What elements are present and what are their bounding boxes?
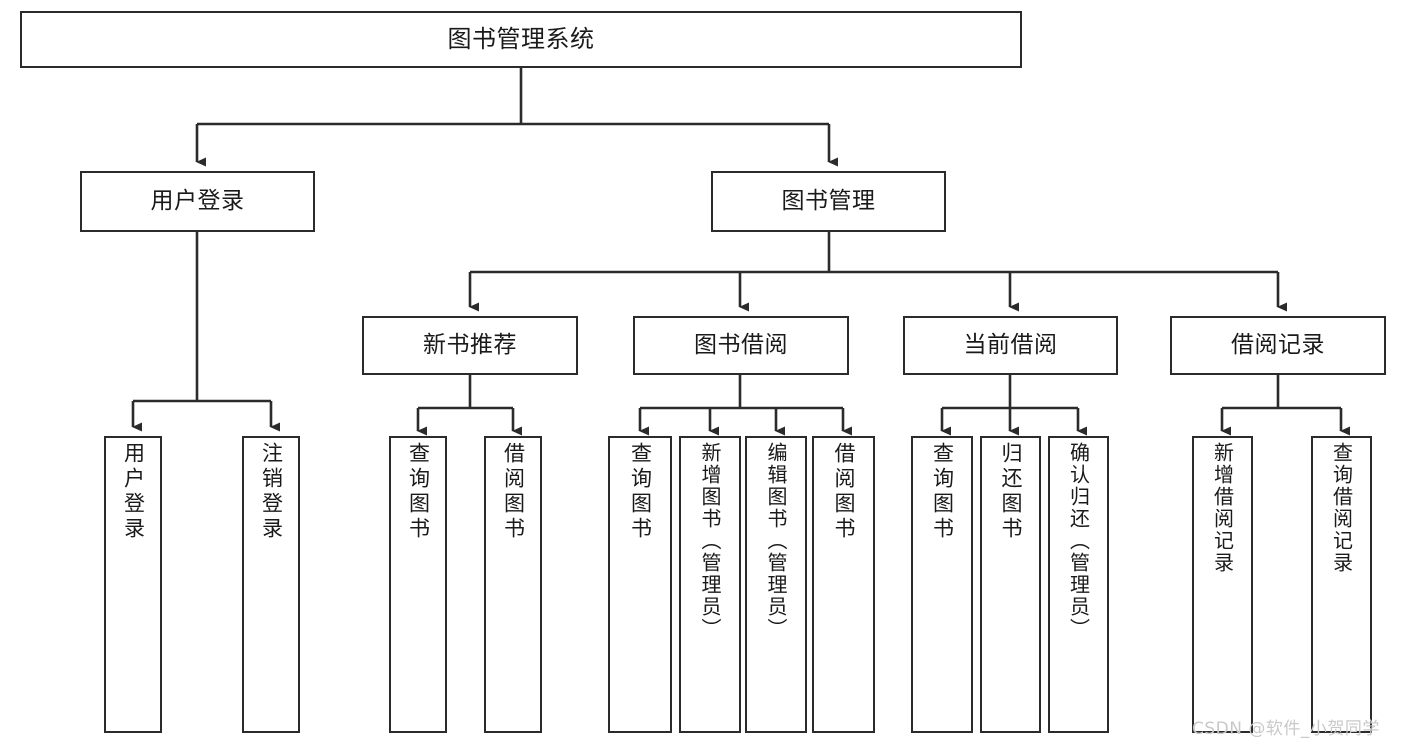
node-borrow-record[interactable]: 借阅记录: [1170, 316, 1386, 375]
leaf-query-borrow-record[interactable]: 查询借阅记录: [1311, 436, 1372, 733]
node-label: 借阅图书: [832, 442, 856, 542]
node-label: 注销登录: [259, 442, 284, 542]
leaf-confirm-return-admin[interactable]: 确认归还（管理员）: [1048, 436, 1109, 733]
node-label: 用户登录: [150, 187, 245, 214]
node-label: 当前借阅: [963, 331, 1058, 358]
node-label: 借阅记录: [1231, 331, 1325, 358]
node-book-management[interactable]: 图书管理: [711, 171, 946, 232]
node-label: 新增借阅记录: [1210, 442, 1235, 574]
node-label: 图书管理: [781, 187, 876, 214]
leaf-borrow-book[interactable]: 借阅图书: [812, 436, 875, 733]
node-label: 确认归还（管理员）: [1066, 442, 1091, 640]
node-book-borrow[interactable]: 图书借阅: [633, 316, 849, 375]
node-label: 查询借阅记录: [1329, 442, 1354, 574]
node-label: 编辑图书（管理员）: [764, 442, 788, 640]
node-label: 新增图书（管理员）: [698, 442, 722, 640]
leaf-edit-book-admin[interactable]: 编辑图书（管理员）: [745, 436, 807, 733]
leaf-query-book-current[interactable]: 查询图书: [911, 436, 973, 733]
leaf-borrow-book-recommend[interactable]: 借阅图书: [484, 436, 542, 733]
node-label: 归还图书: [999, 442, 1023, 542]
leaf-return-book[interactable]: 归还图书: [980, 436, 1041, 733]
node-label: 用户登录: [121, 442, 146, 542]
leaf-user-login[interactable]: 用户登录: [104, 436, 162, 733]
node-label: 查询图书: [628, 442, 653, 542]
leaf-query-book-borrow[interactable]: 查询图书: [608, 436, 672, 733]
node-new-book-recommend[interactable]: 新书推荐: [362, 316, 578, 375]
node-label: 图书管理系统: [447, 25, 595, 54]
leaf-query-book-recommend[interactable]: 查询图书: [389, 436, 447, 733]
node-label: 查询图书: [930, 442, 955, 542]
node-label: 借阅图书: [501, 442, 526, 542]
node-label: 图书借阅: [694, 331, 788, 358]
watermark-text: CSDN @软件_小贺同学: [1192, 719, 1380, 739]
node-current-borrow[interactable]: 当前借阅: [903, 316, 1118, 375]
leaf-add-borrow-record[interactable]: 新增借阅记录: [1192, 436, 1253, 733]
leaf-add-book-admin[interactable]: 新增图书（管理员）: [679, 436, 741, 733]
node-label: 新书推荐: [423, 331, 517, 358]
node-root-system[interactable]: 图书管理系统: [20, 11, 1022, 68]
node-label: 查询图书: [406, 442, 431, 542]
leaf-logout[interactable]: 注销登录: [242, 436, 300, 733]
node-user-login[interactable]: 用户登录: [80, 171, 315, 232]
